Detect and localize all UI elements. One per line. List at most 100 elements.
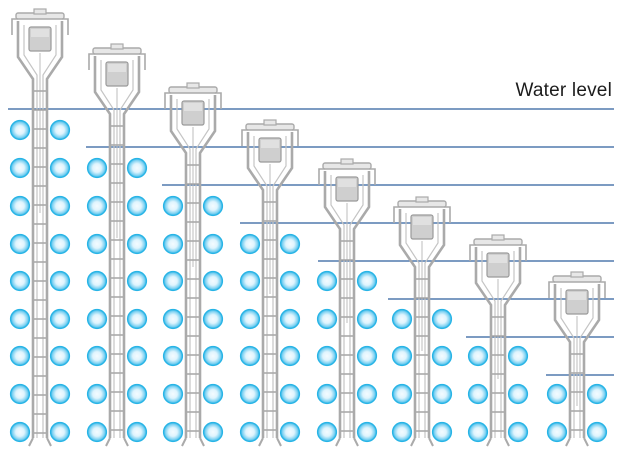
sensor-bracket <box>241 129 248 146</box>
bubble <box>49 421 71 443</box>
bubble <box>162 270 184 292</box>
bubble <box>202 195 224 217</box>
sensor-bracket <box>11 18 18 35</box>
sensor-frame-left <box>474 247 493 438</box>
sensor-inner-right <box>424 213 439 438</box>
sensor-frame-left <box>246 132 265 438</box>
sensor-inner-right <box>500 251 515 438</box>
bubble <box>86 157 108 179</box>
sensor <box>11 8 69 447</box>
bubble <box>86 345 108 367</box>
sensor-bracket <box>444 206 451 223</box>
sensor-lamp-top <box>413 217 431 225</box>
sensor <box>164 82 222 447</box>
sensor-inner-right <box>579 288 594 438</box>
sensor-frame-left <box>553 284 572 438</box>
bubble <box>86 383 108 405</box>
sensor-knob <box>263 119 277 126</box>
bubble <box>316 345 338 367</box>
bubble <box>162 383 184 405</box>
sensor-inner-right <box>349 175 364 438</box>
sensor-bracket <box>88 53 95 70</box>
bubble <box>86 308 108 330</box>
bubble <box>162 421 184 443</box>
bubble <box>126 345 148 367</box>
bubble <box>239 270 261 292</box>
bubble <box>391 383 413 405</box>
bubble <box>202 308 224 330</box>
bubble <box>467 421 489 443</box>
bubble <box>391 421 413 443</box>
bubble <box>9 421 31 443</box>
sensor-lamp-top <box>108 64 126 72</box>
sensor-foot <box>486 437 510 447</box>
bubble <box>239 345 261 367</box>
sensors <box>11 8 606 447</box>
sensor-bracket <box>318 168 325 185</box>
bubble <box>162 233 184 255</box>
bubble <box>467 383 489 405</box>
sensor-bracket <box>62 18 69 35</box>
bubble <box>586 383 608 405</box>
bubble <box>126 195 148 217</box>
sensor-frame-right <box>503 247 522 438</box>
bubble <box>126 383 148 405</box>
bubble <box>9 270 31 292</box>
sensor-frame-right <box>352 171 371 438</box>
sensor-lamp-top <box>568 292 586 300</box>
bubble <box>202 383 224 405</box>
bubble <box>49 157 71 179</box>
bubble <box>239 233 261 255</box>
sensor-foot <box>105 437 129 447</box>
sensor <box>393 196 451 447</box>
sensor-bracket <box>520 244 527 261</box>
sensor-bracket <box>369 168 376 185</box>
sensor-knob <box>186 82 200 89</box>
sensor-knob <box>491 234 505 241</box>
bubble <box>279 233 301 255</box>
bubble <box>9 119 31 141</box>
sensor-inner-right <box>119 60 134 438</box>
bubble <box>49 270 71 292</box>
sensor-foot <box>28 437 52 447</box>
bubble <box>279 308 301 330</box>
bubble <box>86 195 108 217</box>
sensor-frame-left <box>169 95 188 438</box>
bubble <box>202 233 224 255</box>
sensor-bracket <box>469 244 476 261</box>
bubble <box>86 233 108 255</box>
bubble <box>49 233 71 255</box>
bubble <box>162 308 184 330</box>
bubble <box>431 421 453 443</box>
bubble <box>356 421 378 443</box>
bubble <box>49 345 71 367</box>
bubble <box>126 308 148 330</box>
sensor-inner-right <box>272 136 287 438</box>
bubble <box>162 195 184 217</box>
bubble <box>202 270 224 292</box>
bubble <box>9 345 31 367</box>
sensor-inner-left <box>100 60 115 438</box>
bubble <box>391 345 413 367</box>
bubble <box>239 383 261 405</box>
sensor <box>548 271 606 447</box>
bubble <box>279 421 301 443</box>
sensor-bracket <box>139 53 146 70</box>
sensor-inner-left <box>176 99 191 438</box>
bubble <box>316 308 338 330</box>
sensor-inner-left <box>405 213 420 438</box>
sensor-inner-left <box>481 251 496 438</box>
bubble <box>586 421 608 443</box>
sensor-frame-left <box>323 171 342 438</box>
sensor-bracket <box>215 92 222 109</box>
sensor-inner-left <box>330 175 345 438</box>
bubble <box>126 233 148 255</box>
bubbles <box>9 119 608 443</box>
sensor-bracket <box>292 129 299 146</box>
bubble <box>126 270 148 292</box>
water-level-label: Water level <box>515 80 612 101</box>
sensor-frame-left <box>398 209 417 438</box>
bubble <box>356 270 378 292</box>
sensor-inner-right <box>195 99 210 438</box>
sensor <box>88 43 146 447</box>
